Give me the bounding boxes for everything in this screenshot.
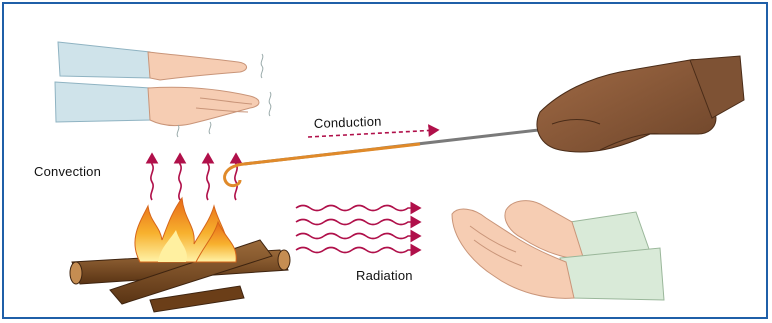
radiation-label: Radiation bbox=[356, 268, 413, 283]
gloved-hand bbox=[537, 56, 744, 152]
conduction-arrow bbox=[308, 130, 438, 137]
hand-upper bbox=[148, 52, 247, 80]
radiation-wave bbox=[296, 234, 420, 239]
glove bbox=[537, 60, 716, 152]
sleeve-lower bbox=[55, 82, 152, 122]
radiation-hands bbox=[452, 201, 664, 300]
hand-lower bbox=[148, 87, 259, 125]
convection-label: Convection bbox=[34, 164, 101, 179]
poker-hook bbox=[225, 164, 244, 186]
poker bbox=[225, 128, 556, 186]
sleeve-upper bbox=[58, 42, 152, 78]
radiation-waves bbox=[296, 206, 420, 253]
convection-arrow bbox=[235, 154, 237, 200]
campfire bbox=[70, 198, 290, 312]
radiation-wave bbox=[296, 248, 420, 253]
convection-arrow bbox=[179, 154, 181, 200]
conduction-label: Conduction bbox=[314, 114, 382, 131]
radiation-wave bbox=[296, 206, 420, 211]
convection-arrow bbox=[151, 154, 153, 200]
convection-hands bbox=[55, 42, 271, 137]
radiation-wave bbox=[296, 220, 420, 225]
convection-arrow bbox=[207, 154, 209, 200]
